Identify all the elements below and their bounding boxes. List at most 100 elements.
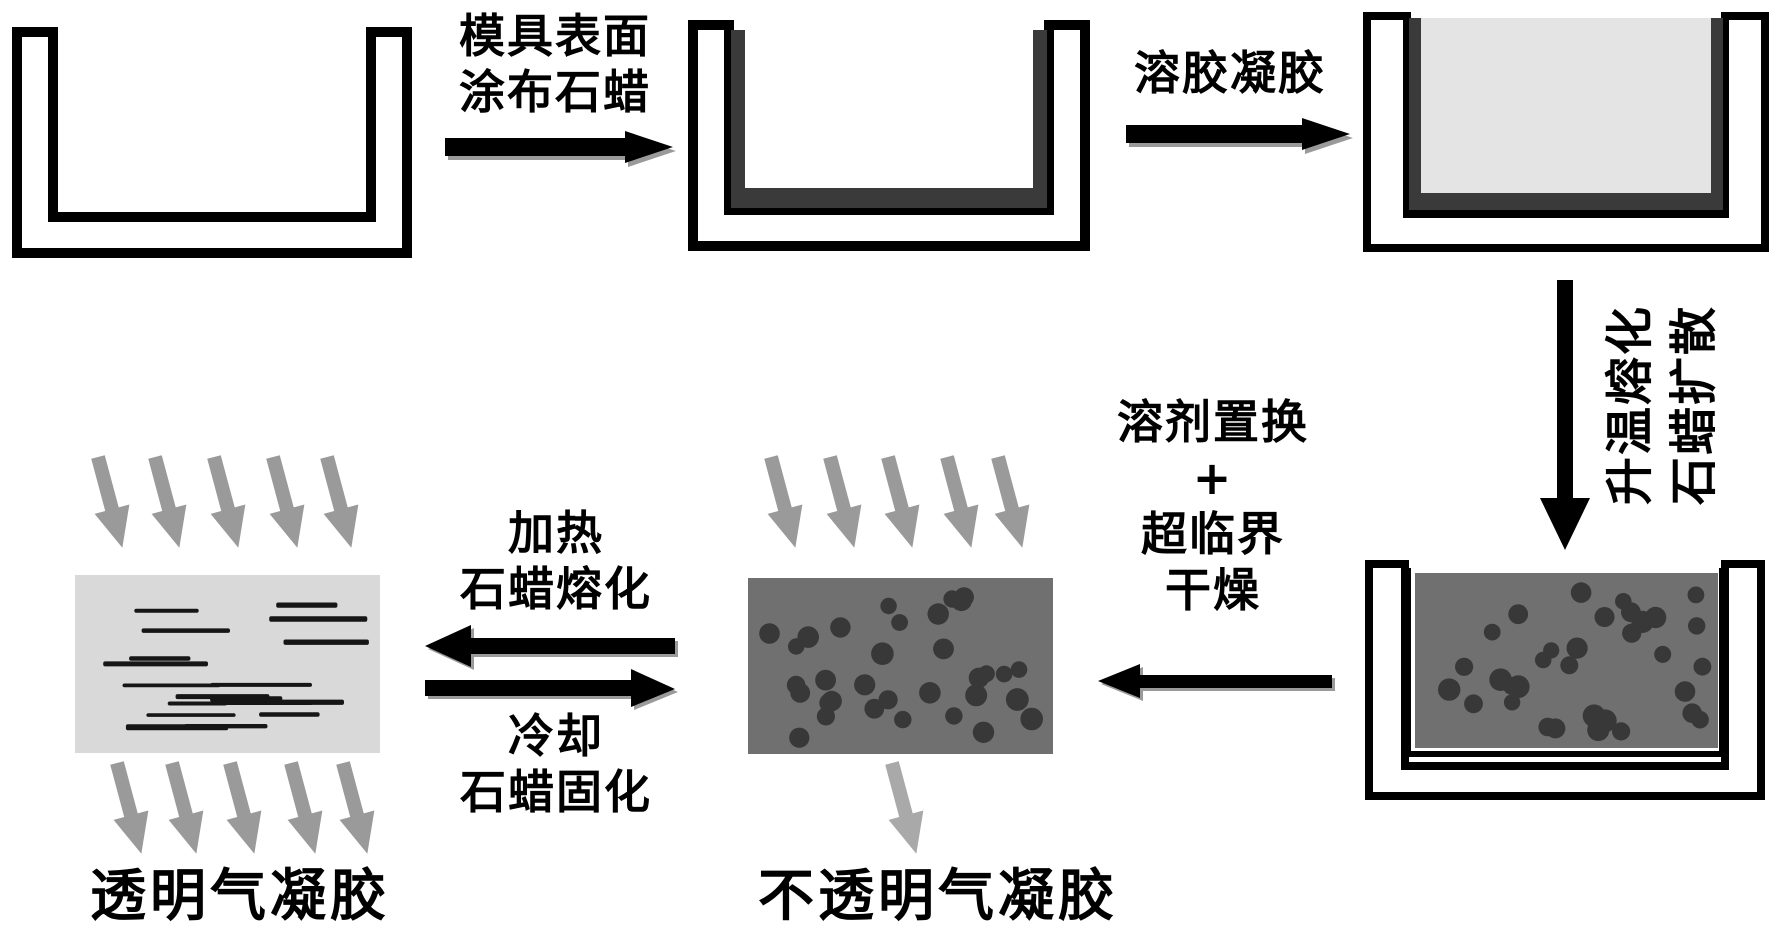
light-ray-arrow-icon bbox=[991, 455, 1030, 548]
result-transparent-label: 透明气凝胶 bbox=[90, 864, 390, 929]
incident-light-arrows-transparent bbox=[91, 455, 359, 548]
particle-dot bbox=[854, 674, 876, 696]
light-arrow-group bbox=[91, 455, 359, 548]
incident-light-arrows-opaque bbox=[764, 455, 1030, 548]
particle-dot bbox=[1566, 637, 1588, 659]
particle-dot bbox=[927, 603, 949, 625]
particle-dot bbox=[995, 665, 1013, 683]
right-arrow-icon bbox=[445, 131, 673, 163]
right-arrow-icon bbox=[1126, 118, 1350, 150]
mold-outline-icon bbox=[1363, 12, 1769, 252]
particle-dot bbox=[1543, 642, 1560, 659]
particle-dot bbox=[1631, 610, 1654, 633]
particle-dot bbox=[1570, 582, 1592, 603]
step-heating-label: 加热 石蜡熔化 bbox=[428, 505, 684, 617]
left-arrow-icon bbox=[1098, 664, 1332, 698]
particle-dot bbox=[1688, 617, 1706, 635]
particle-dot bbox=[1587, 718, 1610, 742]
step-solgel-text: 溶胶凝胶 bbox=[1134, 46, 1326, 100]
light-ray-arrow-icon bbox=[165, 761, 204, 854]
result-opaque-label: 不透明气凝胶 bbox=[758, 864, 1118, 929]
step-heat-diffuse-line1: 升温熔化 bbox=[1602, 305, 1658, 506]
particle-dot bbox=[1691, 710, 1709, 729]
particle-dot bbox=[1687, 586, 1705, 604]
right-arrow-icon bbox=[425, 669, 675, 707]
light-ray-arrow-icon bbox=[764, 455, 803, 548]
paraffin-droplet-dots bbox=[1438, 582, 1712, 742]
pore-dash bbox=[269, 616, 368, 622]
particle-dot bbox=[1560, 656, 1579, 675]
particle-dot bbox=[1594, 607, 1615, 627]
particle-dot bbox=[864, 698, 885, 719]
light-ray-arrow-icon bbox=[207, 455, 246, 548]
particle-dot bbox=[1538, 717, 1557, 737]
particle-dot bbox=[815, 669, 836, 691]
mold-outline-icon bbox=[12, 27, 412, 258]
light-ray-arrow-icon bbox=[148, 455, 187, 548]
light-ray-arrow-icon bbox=[881, 455, 920, 548]
pore-dash bbox=[141, 628, 230, 633]
down-arrow-icon bbox=[1540, 280, 1590, 550]
particle-dot bbox=[950, 589, 972, 612]
pore-dash bbox=[175, 694, 270, 700]
pore-dash bbox=[276, 602, 338, 608]
light-ray-arrow-icon bbox=[336, 761, 375, 854]
particle-dot bbox=[945, 707, 963, 725]
particle-dot bbox=[880, 597, 897, 615]
pore-dash-marks bbox=[103, 602, 369, 731]
arrow-heat-diffuse-step bbox=[1540, 280, 1590, 550]
pore-dash bbox=[103, 661, 208, 667]
particle-dot bbox=[790, 683, 811, 703]
gel-filled-mold-container bbox=[1363, 12, 1769, 252]
paraffin-droplet-dots bbox=[759, 587, 1043, 748]
particle-dot bbox=[1503, 694, 1521, 711]
particle-dot bbox=[819, 693, 839, 713]
pore-dash bbox=[259, 712, 320, 717]
particle-dot bbox=[1483, 623, 1501, 641]
light-ray-arrow-icon bbox=[823, 455, 862, 548]
particle-dot bbox=[1693, 657, 1712, 676]
particle-dot bbox=[789, 727, 810, 748]
step-cooling-line2: 石蜡固化 bbox=[460, 765, 652, 819]
transmitted-light-arrow-opaque bbox=[885, 761, 924, 854]
step-cooling-line1: 冷却 bbox=[508, 709, 604, 763]
paraffin-coated-mold-container bbox=[688, 20, 1090, 251]
light-ray-arrow-icon bbox=[940, 455, 979, 548]
light-ray-arrow-icon bbox=[284, 761, 323, 854]
step-exchange-line1: 溶剂置换 bbox=[1117, 395, 1309, 449]
particle-dot bbox=[1612, 722, 1631, 741]
left-arrow-icon bbox=[425, 625, 675, 667]
light-ray-arrow-icon bbox=[110, 761, 149, 854]
step-exchange-line3: 干燥 bbox=[1165, 563, 1261, 617]
particle-dot bbox=[972, 721, 995, 743]
step-coat-label: 模具表面 涂布石蜡 bbox=[437, 8, 673, 120]
step-exchange-line2: 超临界 bbox=[1141, 507, 1285, 561]
arrow-coat-step bbox=[445, 131, 676, 167]
light-ray-arrow-icon bbox=[885, 761, 924, 854]
pore-dash bbox=[125, 724, 229, 731]
reversible-arrows bbox=[425, 625, 678, 710]
particle-dot bbox=[1489, 668, 1512, 691]
pore-dash bbox=[210, 700, 313, 705]
particle-dot bbox=[1010, 661, 1028, 678]
opaque-aerogel-slab bbox=[748, 578, 1053, 754]
light-arrow-group bbox=[110, 761, 375, 854]
inner-mold-line-icon bbox=[1405, 568, 1725, 757]
particle-dot bbox=[1464, 694, 1483, 714]
particle-dot bbox=[830, 617, 851, 638]
particle-dot bbox=[797, 626, 819, 648]
particle-dot bbox=[894, 710, 912, 729]
light-ray-arrow-icon bbox=[266, 455, 305, 548]
step-heat-diffuse-line2: 石蜡扩散 bbox=[1666, 305, 1722, 506]
particle-mold-container bbox=[1365, 560, 1765, 800]
particle-dot bbox=[1005, 688, 1029, 711]
step-heating-line1: 加热 bbox=[508, 506, 604, 560]
particle-dot bbox=[978, 665, 995, 683]
transmitted-light-arrows-transparent bbox=[110, 761, 375, 854]
step-cooling-label: 冷却 石蜡固化 bbox=[428, 708, 684, 820]
pore-dash bbox=[283, 639, 369, 645]
paraffin-lining-icon bbox=[731, 30, 1047, 208]
wet-gel-fill bbox=[1421, 18, 1711, 193]
step-coat-line2: 涂布石蜡 bbox=[459, 65, 651, 119]
